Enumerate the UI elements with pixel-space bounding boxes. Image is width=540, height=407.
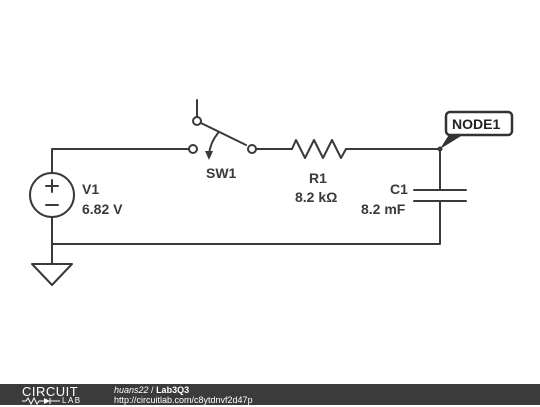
voltage-source-v1[interactable]: V1 6.82 V <box>29 172 123 218</box>
ground-symbol <box>31 263 73 286</box>
wire-top-left <box>51 148 191 173</box>
v1-value: 6.82 V <box>82 201 123 217</box>
brand-lab-text: LAB <box>62 396 82 405</box>
c1-name: C1 <box>390 181 408 197</box>
r1-value: 8.2 kΩ <box>295 189 337 205</box>
breadcrumb-separator: / <box>148 385 157 395</box>
node-pointer-icon <box>440 133 466 149</box>
brand-circuit-text: CIRCUIT <box>22 384 79 399</box>
wire-capacitor-bottom <box>51 200 441 245</box>
project-url[interactable]: http://circuitlab.com/c8ytdnvf2d47p <box>114 395 253 405</box>
brand-bottom-row: LAB <box>22 396 92 406</box>
plus-sign-icon <box>45 179 59 193</box>
resistor-diode-logo-icon <box>22 396 60 406</box>
circuitlab-logo[interactable]: CIRCUIT LAB <box>22 384 102 406</box>
ground-icon <box>31 263 73 286</box>
project-breadcrumb: huans22 / Lab3Q3 <box>114 385 189 395</box>
wires <box>51 148 441 265</box>
switch-pivot <box>192 116 202 126</box>
c1-value: 8.2 mF <box>361 201 406 217</box>
resistor-r1[interactable]: R1 8.2 kΩ <box>291 139 347 205</box>
project-name[interactable]: Lab3Q3 <box>156 385 190 395</box>
switch-blade <box>200 122 247 146</box>
capacitor-c1[interactable]: C1 8.2 mF <box>361 181 467 217</box>
switch-sw1[interactable]: SW1 <box>188 99 257 181</box>
footer-bar: CIRCUIT LAB huans22 / Lab3Q3 http://circ… <box>0 384 540 406</box>
v1-name: V1 <box>82 181 99 197</box>
switch-arrowhead-icon <box>205 151 213 160</box>
switch-terminal-left <box>188 144 198 154</box>
voltage-source-symbol <box>29 172 75 218</box>
author-link[interactable]: huans22 <box>114 385 149 395</box>
switch-terminal-right <box>247 144 257 154</box>
sw1-name: SW1 <box>206 165 237 181</box>
node1-tag[interactable]: NODE1 <box>437 110 514 152</box>
switch-arrow-icon <box>208 132 219 155</box>
resistor-zigzag-icon <box>291 139 347 159</box>
node-label-box <box>444 110 514 137</box>
r1-name: R1 <box>309 170 327 186</box>
node-label: NODE1 <box>452 116 500 132</box>
